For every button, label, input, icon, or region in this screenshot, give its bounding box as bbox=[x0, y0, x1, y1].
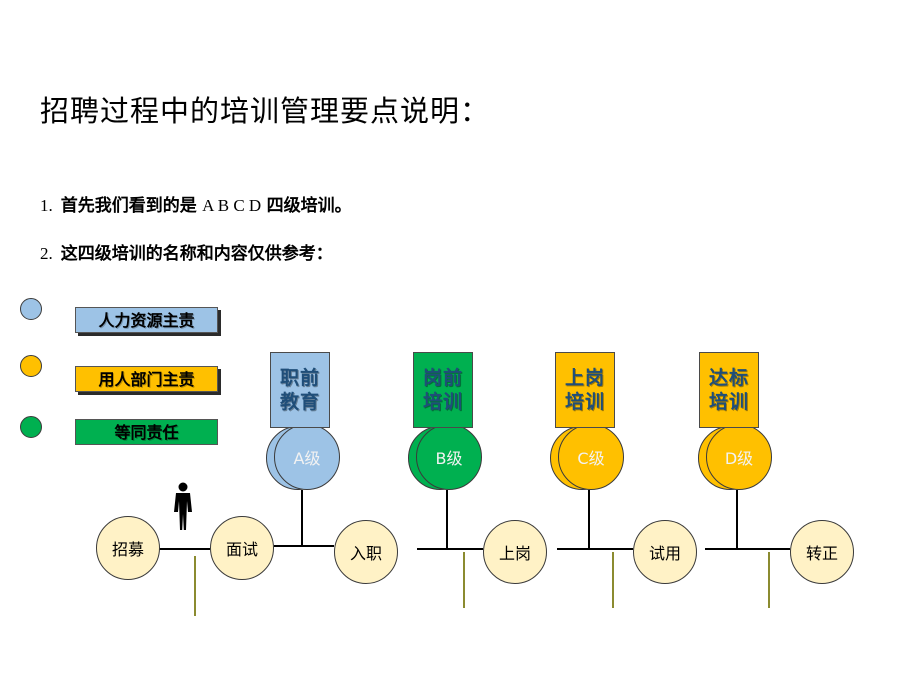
training-b-line1: 岗前 bbox=[422, 367, 463, 389]
level-stem bbox=[588, 490, 590, 548]
training-d-line2: 培训 bbox=[708, 391, 749, 413]
stem-below bbox=[768, 552, 770, 608]
legend-label-shared: 等同责任 bbox=[75, 419, 218, 445]
level-stem bbox=[446, 490, 448, 548]
training-a-line1: 职前 bbox=[279, 367, 320, 389]
training-card-c: 上岗 培训 bbox=[555, 352, 615, 428]
point-1-letters: A B C D bbox=[202, 196, 262, 215]
level-c: C级 bbox=[550, 424, 624, 492]
point-1-suffix: 四级培训。 bbox=[266, 196, 352, 216]
flow-line bbox=[417, 548, 483, 550]
stage-onboard: 入职 bbox=[334, 520, 398, 584]
level-d-label: D级 bbox=[724, 449, 754, 468]
legend-label-hr: 人力资源主责 bbox=[75, 307, 218, 333]
level-c-label: C级 bbox=[577, 449, 605, 468]
training-c-line2: 培训 bbox=[564, 391, 605, 413]
training-d-line1: 达标 bbox=[708, 367, 749, 389]
flow-line bbox=[158, 548, 210, 550]
stem-below bbox=[612, 552, 614, 608]
training-card-b: 岗前 培训 bbox=[413, 352, 473, 428]
stage-recruit: 招募 bbox=[96, 516, 160, 580]
page-title: 招聘过程中的培训管理要点说明： bbox=[40, 94, 491, 128]
flow-line bbox=[557, 548, 633, 550]
level-d-circle: D级 bbox=[706, 424, 772, 490]
stem-below bbox=[194, 556, 196, 616]
stem-below bbox=[463, 552, 465, 608]
point-1: 1. 首先我们看到的是 A B C D 四级培训。 bbox=[40, 191, 352, 216]
training-card-a: 职前 教育 bbox=[270, 352, 330, 428]
legend-dot-shared bbox=[20, 416, 42, 438]
stage-probation: 试用 bbox=[633, 520, 697, 584]
flow-line bbox=[274, 545, 334, 547]
training-card-d: 达标 培训 bbox=[699, 352, 759, 428]
training-c-line1: 上岗 bbox=[564, 367, 605, 389]
point-2-prefix: 这四级培训的名称和内容仅供参考： bbox=[60, 244, 333, 264]
point-2-number: 2. bbox=[40, 244, 53, 263]
stage-regular: 转正 bbox=[790, 520, 854, 584]
level-c-circle: C级 bbox=[558, 424, 624, 490]
level-b-label: B级 bbox=[435, 449, 463, 468]
legend-label-dept: 用人部门主责 bbox=[75, 366, 218, 392]
level-d: D级 bbox=[698, 424, 772, 492]
level-a-label: A级 bbox=[293, 449, 321, 468]
point-1-number: 1. bbox=[40, 196, 53, 215]
level-b: B级 bbox=[408, 424, 482, 492]
level-b-circle: B级 bbox=[416, 424, 482, 490]
point-1-prefix: 首先我们看到的是 bbox=[60, 196, 197, 216]
legend-dot-hr bbox=[20, 298, 42, 320]
level-a-circle: A级 bbox=[274, 424, 340, 490]
point-2: 2. 这四级培训的名称和内容仅供参考： bbox=[40, 239, 333, 264]
stage-interview: 面试 bbox=[210, 516, 274, 580]
level-stem bbox=[736, 490, 738, 548]
level-stem bbox=[301, 490, 303, 547]
training-b-line2: 培训 bbox=[422, 391, 463, 413]
person-icon bbox=[174, 482, 192, 530]
legend-dot-dept bbox=[20, 355, 42, 377]
stage-onpost: 上岗 bbox=[483, 520, 547, 584]
level-a: A级 bbox=[266, 424, 340, 492]
flow-line bbox=[705, 548, 790, 550]
training-a-line2: 教育 bbox=[279, 391, 320, 413]
